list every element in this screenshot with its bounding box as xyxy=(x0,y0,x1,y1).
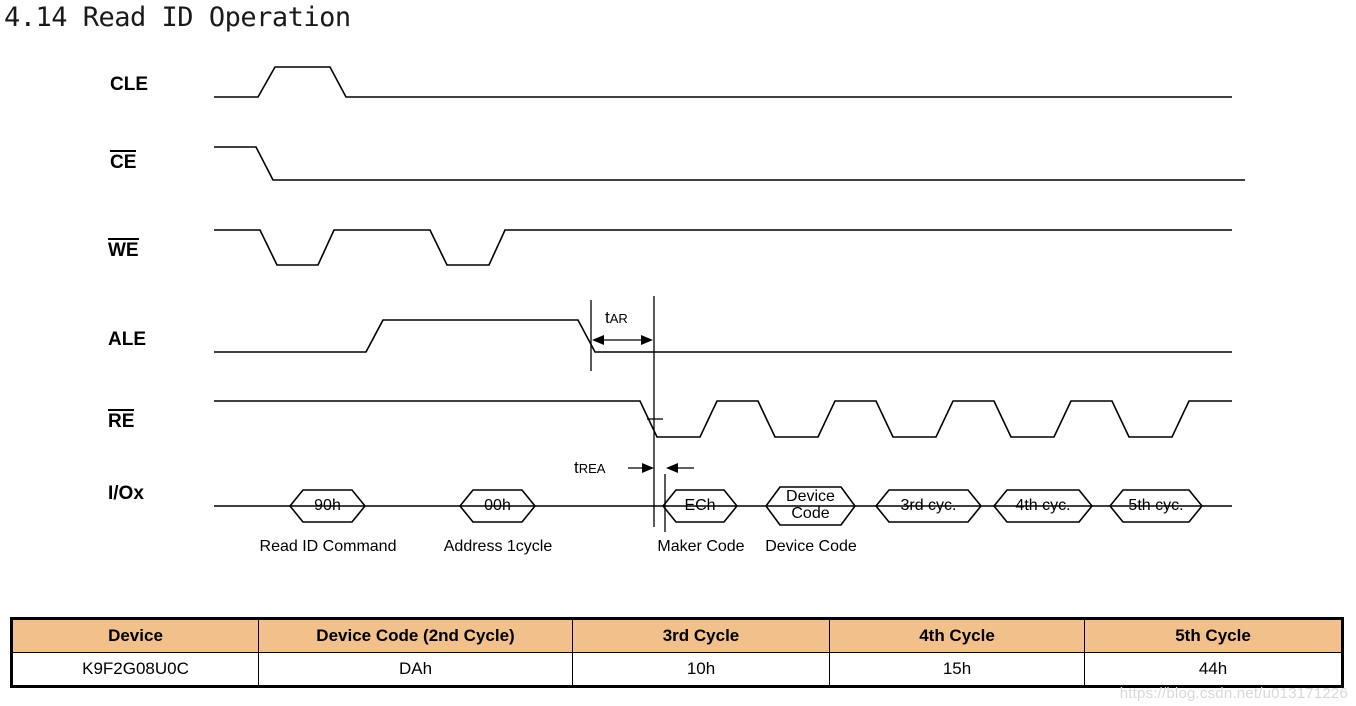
bus-value-device-code-line2: Code xyxy=(791,505,830,522)
bus-value-ech: ECh xyxy=(684,497,716,514)
waveform-canvas xyxy=(214,66,1245,532)
bus-hexagon-5th-cyc xyxy=(1108,489,1204,523)
table-cell-device-code: DAh xyxy=(258,652,573,687)
trea-arrow-head-right xyxy=(666,463,678,473)
timing-diagram: CLE CE WE ALE RE I/Ox xyxy=(108,66,1245,555)
bus-caption-read-id-command: Read ID Command xyxy=(259,538,397,555)
table-cell-3rd-cycle: 10h xyxy=(572,652,830,687)
table-header-device: Device xyxy=(11,618,259,653)
bus-caption-address-1cycle: Address 1cycle xyxy=(443,538,553,555)
bus-hexagon-00h xyxy=(458,489,537,523)
bus-hexagon-ech xyxy=(661,489,739,523)
bus-caption-device-code: Device Code xyxy=(765,538,857,555)
bus-value-90h: 90h xyxy=(314,497,341,514)
tar-base: t xyxy=(605,308,610,327)
bus-value-00h: 00h xyxy=(484,497,511,514)
bus-caption-maker-code: Maker Code xyxy=(657,538,745,555)
bus-value-4th-cyc: 4th cyc. xyxy=(1015,497,1071,514)
table-header-row: Device Device Code (2nd Cycle) 3rd Cycle… xyxy=(11,618,1343,653)
table-header-5th-cycle: 5th Cycle xyxy=(1084,618,1343,653)
tar-arrow-head-right xyxy=(641,335,653,345)
bus-hexagon-3rd-cyc xyxy=(874,489,983,523)
timing-label-trea: tREA xyxy=(574,458,605,478)
bus-value-device-code: Device Code xyxy=(766,488,855,522)
bus-hexagon-4th-cyc xyxy=(992,489,1094,523)
waveform-re xyxy=(214,400,1232,438)
table-cell-5th-cycle: 44h xyxy=(1084,652,1343,687)
trea-sub: REA xyxy=(578,461,606,476)
tar-sub: AR xyxy=(609,311,628,326)
signal-label-cle: CLE xyxy=(110,74,148,96)
signal-label-re: RE xyxy=(108,409,135,433)
table-cell-device: K9F2G08U0C xyxy=(11,652,259,687)
bus-hexagon-device-code xyxy=(765,486,856,526)
table-header-4th-cycle: 4th Cycle xyxy=(829,618,1085,653)
waveform-cle xyxy=(214,66,1232,98)
signal-label-iox: I/Ox xyxy=(108,483,144,505)
bus-value-device-code-line1: Device xyxy=(786,488,835,505)
waveform-ale xyxy=(214,319,1232,353)
waveform-we xyxy=(214,229,1232,266)
signal-label-re-text: RE xyxy=(108,409,135,432)
timing-label-tar: tAR xyxy=(605,308,628,328)
signal-label-iox-text: I/Ox xyxy=(108,483,144,504)
signal-label-cle-text: CLE xyxy=(110,74,148,95)
tar-arrow-head-left xyxy=(592,335,604,345)
signal-label-we-text: WE xyxy=(108,238,139,261)
table-header-device-code: Device Code (2nd Cycle) xyxy=(258,618,573,653)
signal-label-ale: ALE xyxy=(108,329,146,351)
trea-base: t xyxy=(574,458,579,477)
table-header-3rd-cycle: 3rd Cycle xyxy=(572,618,830,653)
bus-value-3rd-cyc: 3rd cyc. xyxy=(900,497,957,514)
waveform-ce xyxy=(214,146,1245,181)
page-title: 4.14 Read ID Operation xyxy=(4,2,351,33)
table-cell-4th-cycle: 15h xyxy=(829,652,1085,687)
device-code-table: Device Device Code (2nd Cycle) 3rd Cycle… xyxy=(10,617,1344,688)
signal-label-ce: CE xyxy=(110,150,137,174)
table-row: K9F2G08U0C DAh 10h 15h 44h xyxy=(11,652,1343,687)
signal-label-ce-text: CE xyxy=(110,150,137,173)
bus-hexagon-90h xyxy=(288,489,367,523)
bus-value-5th-cyc: 5th cyc. xyxy=(1128,497,1184,514)
trea-arrow-head-left xyxy=(642,463,654,473)
watermark: https://blog.csdn.net/u013171226 xyxy=(1119,685,1348,702)
signal-label-we: WE xyxy=(108,238,139,262)
signal-label-ale-text: ALE xyxy=(108,329,146,350)
